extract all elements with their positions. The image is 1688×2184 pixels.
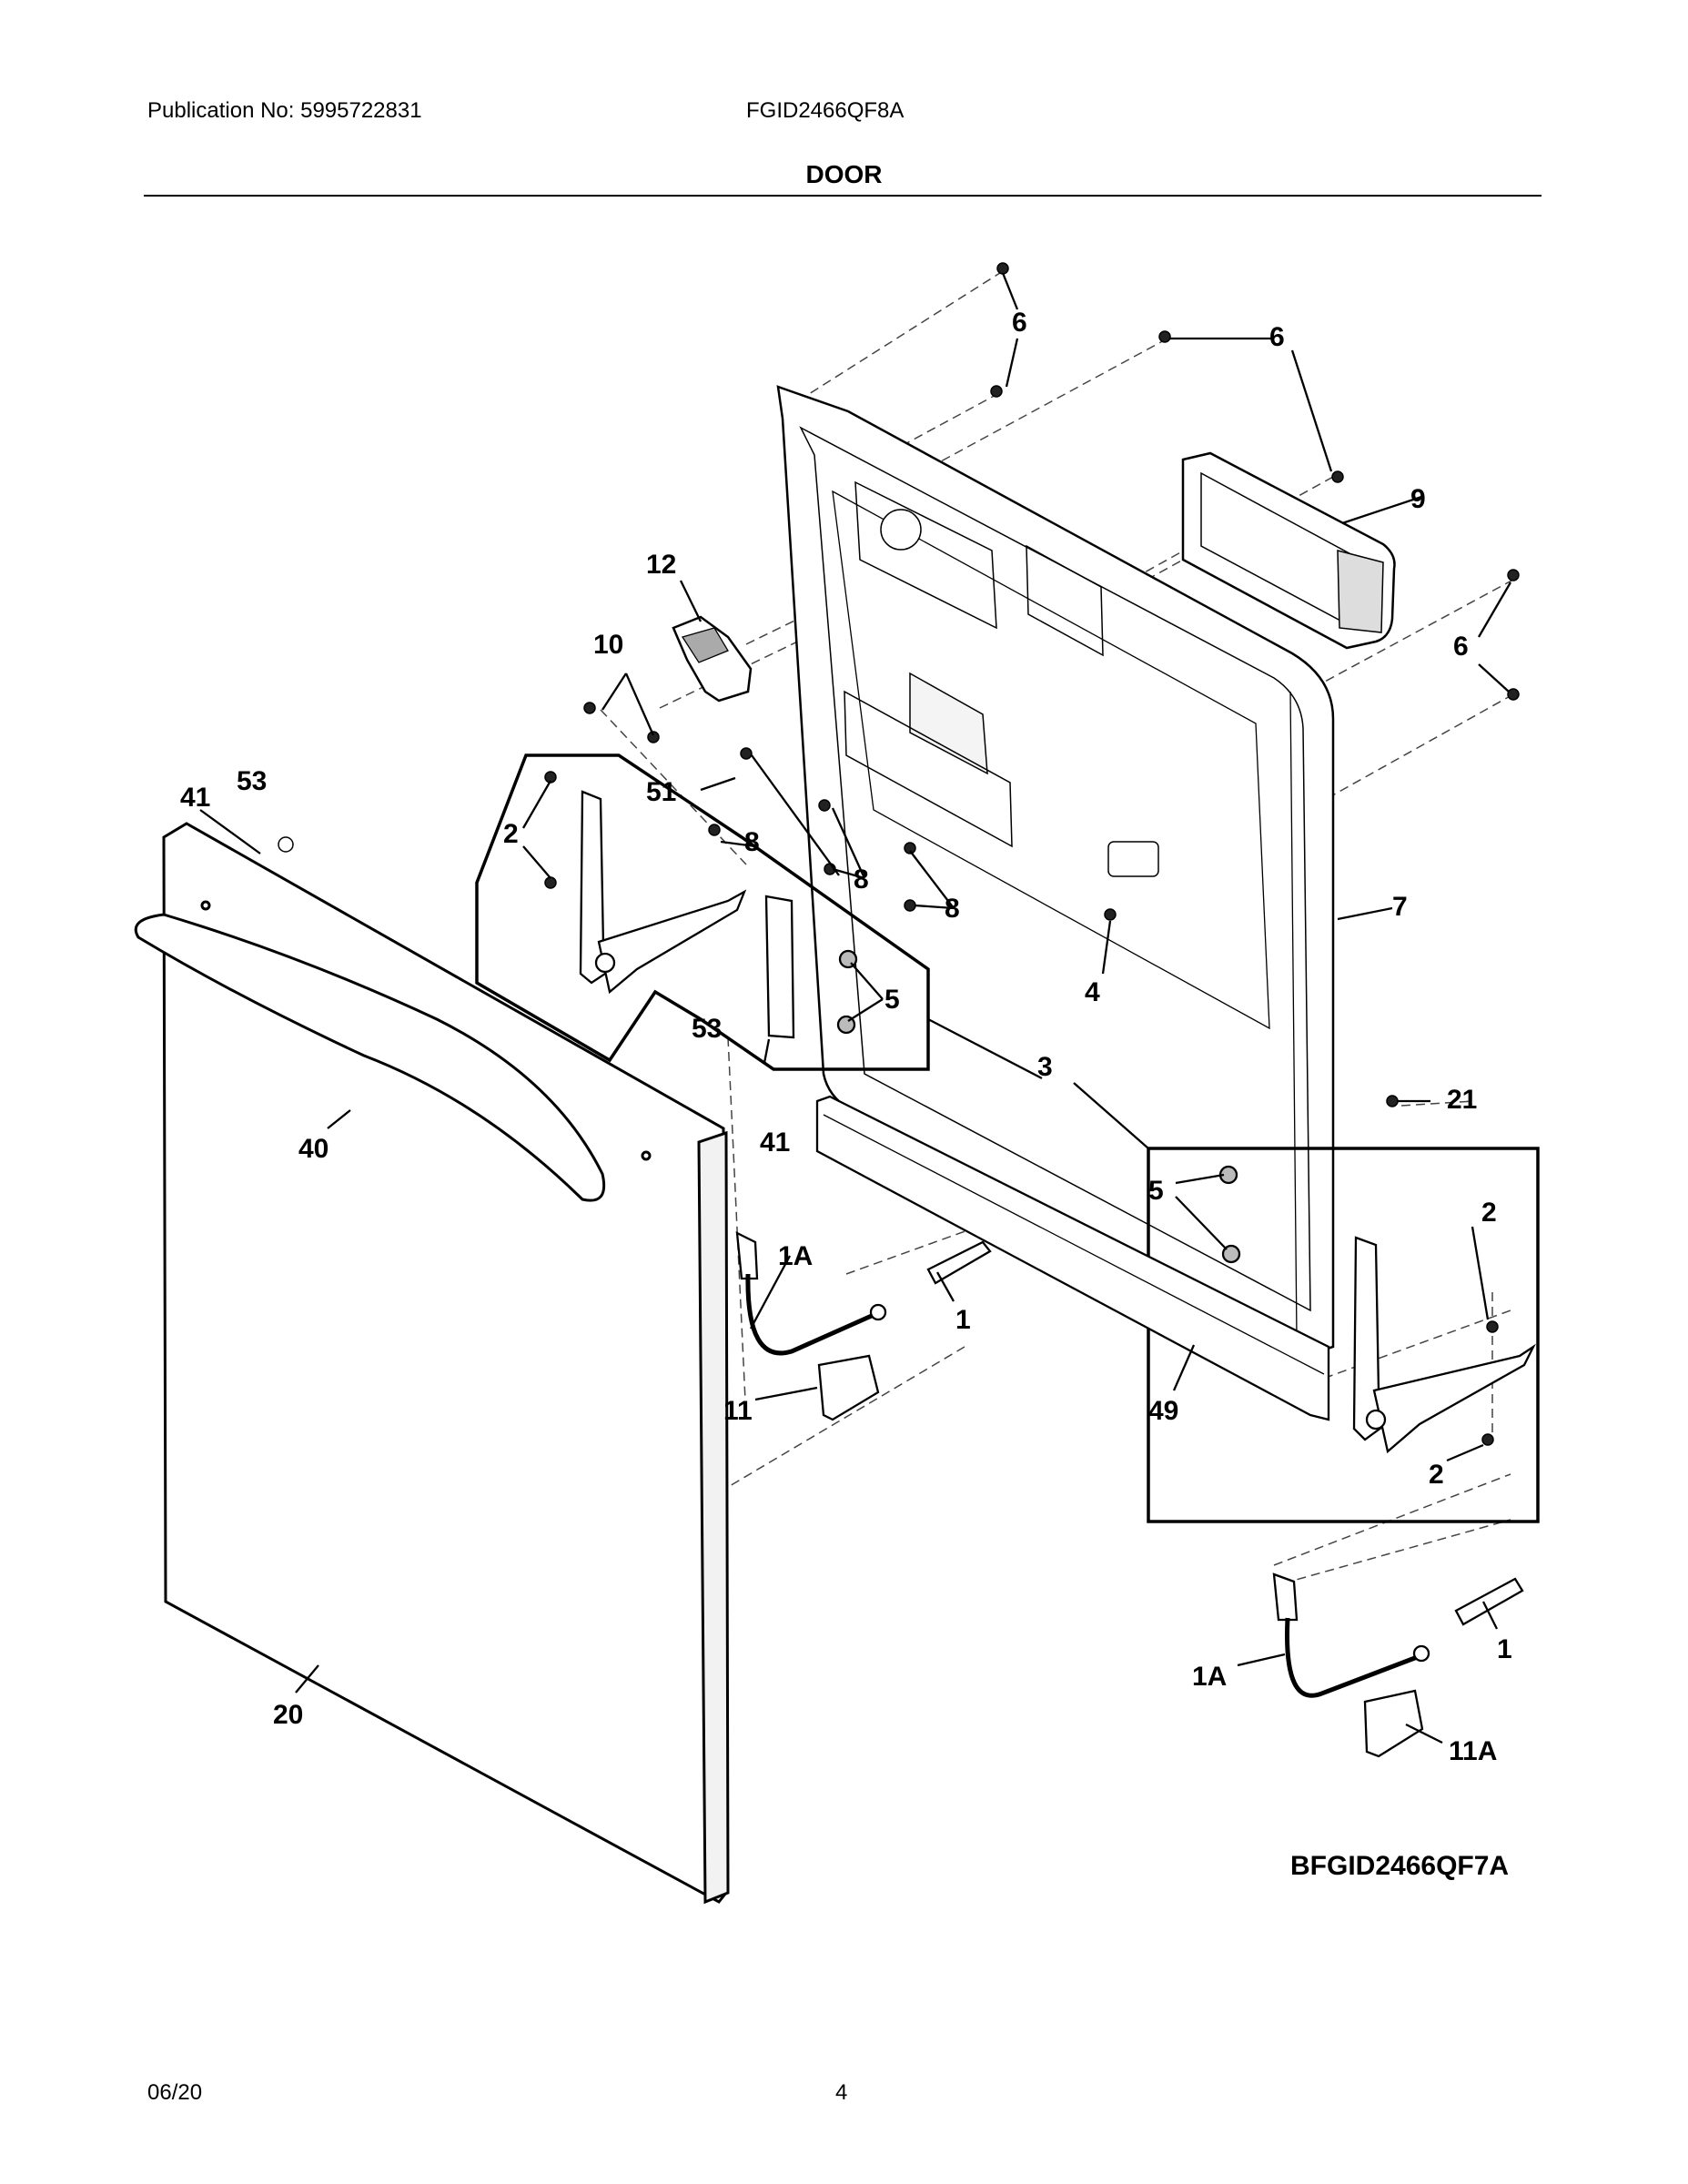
callout-2: 2 [503, 819, 519, 849]
callout-10: 10 [593, 630, 623, 660]
left-hinge-outline [475, 753, 930, 1071]
callout-51: 51 [646, 777, 676, 807]
callout-8: 8 [945, 894, 960, 924]
right-spring-cable-set [1272, 1572, 1524, 1758]
callout-labels: 6 6 6 9 12 10 53 41 51 2 8 8 8 7 5 4 53 … [180, 308, 1512, 1881]
right-hinge-box [1147, 1147, 1540, 1523]
callout-6: 6 [1269, 322, 1285, 352]
screws [278, 262, 1520, 1446]
callout-1A: 1A [1192, 1662, 1227, 1692]
callout-8: 8 [854, 864, 869, 895]
right-hinge-parts [1218, 1165, 1536, 1454]
callout-12: 12 [646, 550, 676, 580]
callout-1A: 1A [778, 1241, 813, 1271]
callout-1: 1 [955, 1305, 971, 1335]
control-module [1181, 451, 1396, 650]
callout-41: 41 [760, 1127, 790, 1158]
left-hinge-parts [579, 790, 858, 1039]
bottom-rail [815, 1095, 1330, 1421]
callout-40: 40 [298, 1134, 329, 1164]
callout-4: 4 [1085, 977, 1100, 1007]
callout-5: 5 [1148, 1176, 1164, 1206]
callout-20: 20 [273, 1700, 303, 1730]
callout-11A: 11A [1449, 1736, 1497, 1766]
callout-53: 53 [237, 766, 267, 796]
callout-6: 6 [1453, 632, 1469, 662]
outer-door [134, 822, 730, 1905]
callout-8: 8 [744, 827, 760, 857]
callout-7: 7 [1392, 892, 1408, 922]
callout-53: 53 [692, 1014, 722, 1044]
model-number: FGID2466QF8A [746, 98, 905, 123]
callout-49: 49 [1148, 1396, 1178, 1426]
callout-21: 21 [1447, 1085, 1477, 1115]
callout-2: 2 [1481, 1198, 1497, 1228]
leader-lines [199, 272, 1511, 1744]
callout-5: 5 [884, 985, 900, 1015]
inner-door-panel [776, 385, 1335, 1356]
publication-number: Publication No: 5995722831 [147, 98, 422, 123]
callout-41: 41 [180, 783, 210, 813]
publication-date: 06/20 [147, 2080, 203, 2105]
callout-3: 3 [1037, 1052, 1053, 1082]
callout-6: 6 [1012, 308, 1027, 338]
left-spring-cable-set [735, 1231, 992, 1421]
callout-11: 11 [723, 1396, 753, 1426]
page-number: 4 [835, 2080, 848, 2105]
callout-2: 2 [1429, 1460, 1444, 1490]
callout-9: 9 [1410, 484, 1426, 514]
header-rule [144, 195, 1541, 197]
door-latch [672, 615, 753, 703]
section-title: DOOR [805, 160, 883, 188]
figure-id: BFGID2466QF7A [1290, 1851, 1509, 1881]
callout-1: 1 [1497, 1634, 1512, 1664]
